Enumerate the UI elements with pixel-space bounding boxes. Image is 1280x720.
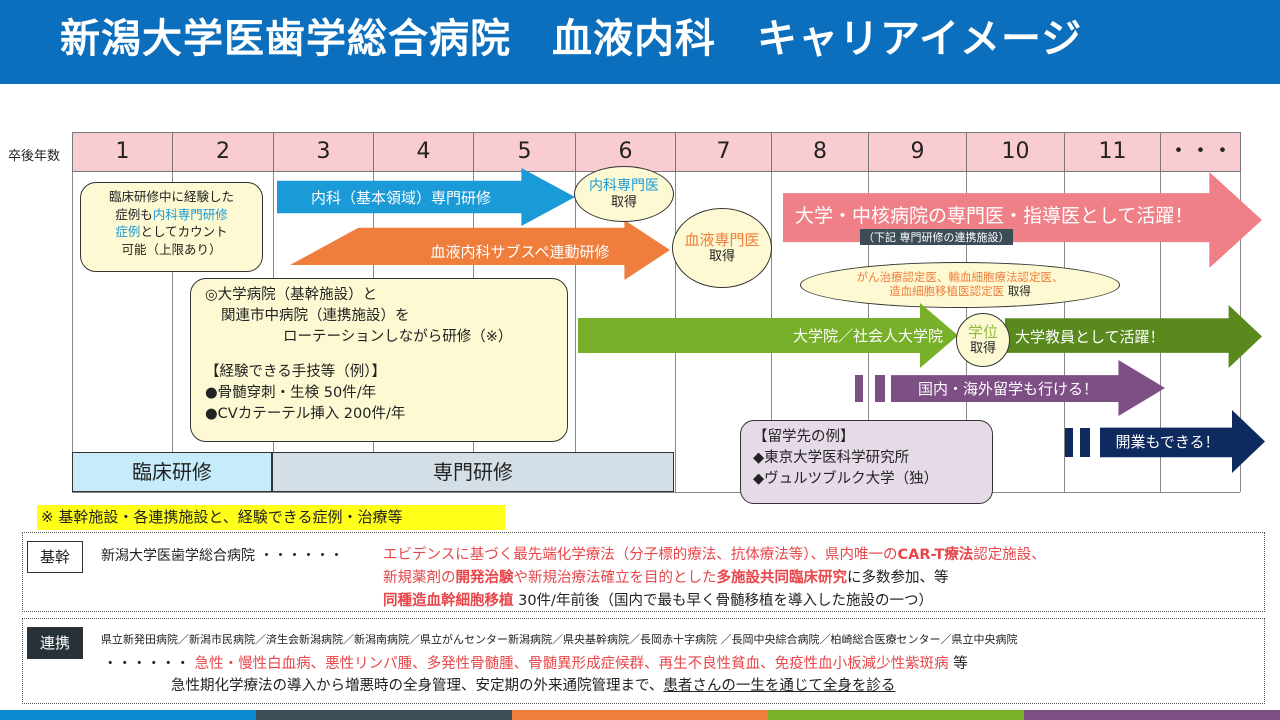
desc-text: に多数参加、等 — [847, 570, 949, 586]
hematologist-cert-badge: 血液専門医 取得 — [672, 208, 772, 288]
desc-underlined: 患者さんの一生を通じて全身を診る — [663, 678, 896, 694]
desc-text: 新規薬剤の — [383, 570, 456, 586]
rotation-callout: ◎大学病院（基幹施設）と 関連市中病院（連携施設）を ローテーションしながら研修… — [190, 278, 568, 442]
core-hospital-name: 新潟大学医歯学総合病院 — [101, 548, 255, 564]
desc-bold: 多施設共同臨床研究 — [716, 570, 848, 586]
note-text: としてカウント — [140, 224, 228, 239]
note-line: 臨床研修中に経験した — [108, 189, 234, 204]
badge-sub: 取得 — [708, 249, 735, 265]
year-cell: 10 — [966, 132, 1065, 172]
desc-text: 急性・慢性白血病、悪性リンパ腫、多発性骨髄腫、骨髄異形成症候群、再生不良性貧血、… — [194, 656, 949, 672]
year-cell: 9 — [868, 132, 967, 172]
stripe — [768, 710, 1024, 720]
dash-mark — [1065, 428, 1073, 457]
years-label: 卒後年数 — [8, 149, 61, 164]
desc-text: エビデンスに基づく最先端化学療法（分子標的療法、抗体療法等）、県内唯一の — [383, 547, 898, 563]
year-cell: 2 — [172, 132, 274, 172]
rotation-line: 関連市中病院（連携施設）を — [221, 308, 410, 325]
stripe — [256, 710, 512, 720]
rotation-line: 【経験できる手技等（例）】 — [205, 364, 386, 381]
certs-sub: 取得 — [1007, 284, 1031, 298]
core-facility-box: 基幹 新潟大学医歯学総合病院 ・・・・・・ エビデンスに基づく最先端化学療法（分… — [22, 532, 1265, 612]
year-cell: ・・・ — [1160, 132, 1241, 172]
note-line: 可能（上限あり） — [121, 241, 222, 257]
year-cell: 3 — [273, 132, 374, 172]
desc-bold: CAR-T療法 — [897, 547, 974, 563]
note-callout: 臨床研修中に経験した 症例も内科専門研修 症例としてカウント 可能（上限あり） — [80, 182, 263, 272]
phase-specialty: 専門研修 — [272, 452, 674, 492]
badge-title: 学位 — [967, 323, 998, 342]
badge-sub: 取得 — [610, 194, 637, 210]
desc-bold: 開発治験 — [455, 570, 514, 586]
core-description: エビデンスに基づく最先端化学療法（分子標的療法、抗体療法等）、県内唯一のCAR-… — [383, 544, 1046, 613]
grid-line — [72, 172, 73, 492]
subspecialty-training-arrow: 血液内科サブスペ連動研修 — [290, 220, 670, 280]
desc-text: 認定施設、 — [973, 547, 1046, 563]
study-abroad-arrow: 国内・海外留学も行ける！ — [891, 360, 1165, 416]
abroad-line: 【留学先の例】 — [753, 429, 855, 445]
core-tag: 基幹 — [27, 541, 83, 573]
badge-sub: 取得 — [969, 341, 996, 357]
abroad-line: ◆東京大学医科学研究所 — [753, 450, 910, 467]
certifications-badge: がん治療認定医、輸血細胞療法認定医、 造血細胞移植医認定医 取得 — [800, 262, 1120, 308]
faculty-arrow: 大学教員として活躍！ — [1005, 305, 1262, 368]
year-cell: 8 — [771, 132, 869, 172]
stripe — [512, 710, 768, 720]
leader-subnote: （下記 専門研修の連携施設） — [860, 229, 1013, 245]
desc-text: 等 — [948, 656, 968, 672]
abroad-examples-callout: 【留学先の例】 ◆東京大学医科学研究所 ◆ヴュルツブルク大学（独） — [740, 420, 993, 504]
graduate-school-arrow: 大学院／社会人大学院 — [578, 303, 958, 368]
degree-badge: 学位 取得 — [956, 313, 1010, 367]
year-cell: 5 — [473, 132, 576, 172]
desc-bold: 同種造血幹細胞移植 — [383, 593, 514, 609]
dash-mark — [855, 375, 863, 402]
abroad-line: ◆ヴュルツブルク大学（独） — [753, 471, 939, 488]
dash-mark — [875, 375, 885, 402]
rotation-line: ◎大学病院（基幹施設）と — [205, 287, 378, 303]
core-name-line: 新潟大学医歯学総合病院 ・・・・・・ — [101, 545, 343, 565]
year-cell: 7 — [675, 132, 772, 172]
dash-mark — [1080, 428, 1090, 457]
leader-dots: ・・・・・・ — [259, 548, 344, 564]
stripe — [0, 710, 256, 720]
grid-line — [172, 172, 173, 492]
affiliated-description: ・・・・・・ 急性・慢性白血病、悪性リンパ腫、多発性骨髄腫、骨髄異形成症候群、再… — [103, 653, 968, 697]
facilities-note: ※ 基幹施設・各連携施設と、経験できる症例・治療等 — [37, 505, 505, 530]
rotation-line: ●骨髄穿刺・生検 50件/年 — [205, 385, 377, 402]
internal-medicine-training-arrow: 内科（基本領域）専門研修 — [277, 168, 575, 226]
rotation-line: ●CVカテーテル挿入 200件/年 — [205, 406, 406, 423]
internist-cert-badge: 内科専門医 取得 — [574, 166, 674, 222]
footer-stripes — [0, 710, 1280, 720]
year-cell: 1 — [72, 132, 173, 172]
note-text: 症例も — [115, 206, 153, 222]
grid-line — [575, 172, 576, 492]
year-cell: 4 — [373, 132, 474, 172]
stripe — [1024, 710, 1280, 720]
phase-clinical: 臨床研修 — [72, 452, 272, 492]
grid-bottom — [72, 492, 1240, 493]
affiliated-tag: 連携 — [27, 627, 83, 659]
badge-title: 内科専門医 — [589, 177, 659, 194]
affiliated-facility-box: 連携 県立新発田病院／新潟市民病院／済生会新潟病院／新潟南病院／県立がんセンター… — [22, 618, 1265, 704]
year-cell: 11 — [1064, 132, 1161, 172]
note-highlight: 症例 — [115, 224, 141, 239]
desc-text: や新規治療法確立を目的とした — [513, 570, 717, 586]
affiliated-hospitals: 県立新発田病院／新潟市民病院／済生会新潟病院／新潟南病院／県立がんセンター新潟病… — [101, 633, 1018, 646]
note-highlight: 内科専門研修 — [152, 206, 228, 222]
badge-title: 血液専門医 — [684, 231, 760, 250]
page-title: 新潟大学医歯学総合病院 血液内科 キャリアイメージ — [0, 0, 1280, 84]
leader-dots: ・・・・・・ — [103, 656, 190, 672]
desc-text: 急性期化学療法の導入から増悪時の全身管理、安定期の外来通院管理まで、 — [171, 678, 664, 694]
private-practice-arrow: 開業もできる！ — [1100, 410, 1265, 473]
rotation-line: ローテーションしながら研修（※） — [283, 329, 513, 346]
leader-arrow: 大学・中核病院の専門医・指導医として活躍！ — [783, 172, 1262, 268]
certs-line: 造血細胞移植医認定医 — [889, 284, 1005, 298]
desc-text: 30件/年前後（国内で最も早く骨髄移植を導入した施設の一つ） — [513, 593, 933, 609]
certs-line: がん治療認定医、輸血細胞療法認定医、 — [856, 270, 1064, 285]
